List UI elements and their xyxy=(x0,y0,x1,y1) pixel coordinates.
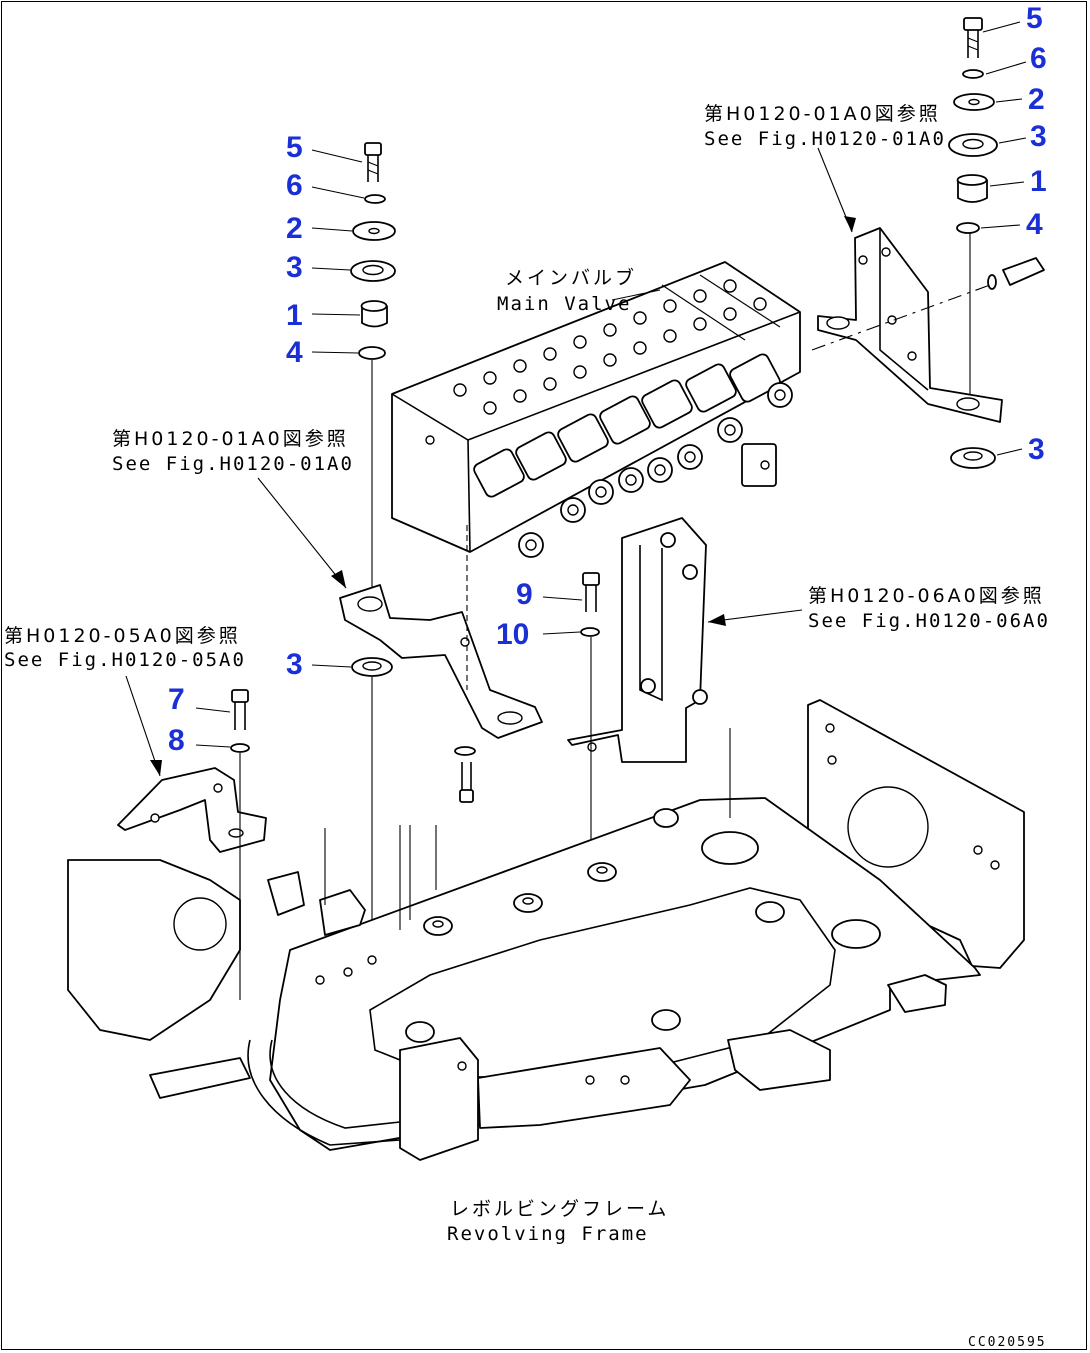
ref-mid-left-jp: 第H0120-01A0図参照 xyxy=(112,428,349,450)
ref-left-jp: 第H0120-05A0図参照 xyxy=(4,625,241,647)
main-valve xyxy=(391,261,801,558)
label-part-3-right: 3 xyxy=(1030,120,1047,153)
label-part-3-left: 3 xyxy=(286,251,303,284)
ref-top-right-en: See Fig.H0120-01A0 xyxy=(704,128,946,150)
label-part-3-right-lower: 3 xyxy=(1028,433,1045,466)
ref-right-jp: 第H0120-06A0図参照 xyxy=(808,585,1045,607)
callout-text: メインバルブ Main Valve 第H0120-01A0図参照 See Fig… xyxy=(4,103,1050,1350)
main-valve-label-jp: メインバルブ xyxy=(505,266,637,289)
label-part-6-right: 6 xyxy=(1030,42,1047,75)
revolving-frame-label-en: Revolving Frame xyxy=(447,1223,649,1245)
right-valve-bracket xyxy=(811,227,1045,423)
label-part-9: 9 xyxy=(516,578,533,611)
middle-valve-bracket xyxy=(311,525,543,960)
left-bracket xyxy=(117,689,267,1000)
ref-left-en: See Fig.H0120-05A0 xyxy=(4,649,246,671)
label-part-5-right: 5 xyxy=(1026,2,1043,35)
label-part-4-right: 4 xyxy=(1026,208,1043,241)
label-part-1-left: 1 xyxy=(286,299,303,332)
part-number-labels: 5 6 2 3 1 4 3 5 6 2 3 1 4 3 7 8 9 10 xyxy=(168,2,1047,757)
left-hardware-stack xyxy=(311,142,396,590)
label-part-10: 10 xyxy=(496,618,529,651)
revolving-frame xyxy=(67,699,1025,1161)
label-part-2-left: 2 xyxy=(286,212,303,245)
ref-mid-left-en: See Fig.H0120-01A0 xyxy=(112,453,354,475)
label-part-3-middle: 3 xyxy=(286,648,303,681)
ref-right-en: See Fig.H0120-06A0 xyxy=(808,610,1050,632)
drawing-code: CC020595 xyxy=(968,1335,1047,1350)
label-part-2-right: 2 xyxy=(1028,83,1045,116)
label-part-8: 8 xyxy=(168,724,185,757)
ref-top-right-jp: 第H0120-01A0図参照 xyxy=(704,103,941,125)
reference-leaders xyxy=(125,147,856,777)
revolving-frame-label-jp: レボルビングフレーム xyxy=(450,1198,669,1220)
label-part-6-left: 6 xyxy=(286,169,303,202)
label-part-4-left: 4 xyxy=(286,336,303,369)
label-part-1-right: 1 xyxy=(1030,165,1047,198)
main-valve-label-en: Main Valve xyxy=(497,293,631,315)
right-hardware-stack xyxy=(948,17,1027,469)
label-part-7: 7 xyxy=(168,683,185,716)
vertical-bracket xyxy=(542,517,708,1080)
label-part-5-left: 5 xyxy=(286,131,303,164)
